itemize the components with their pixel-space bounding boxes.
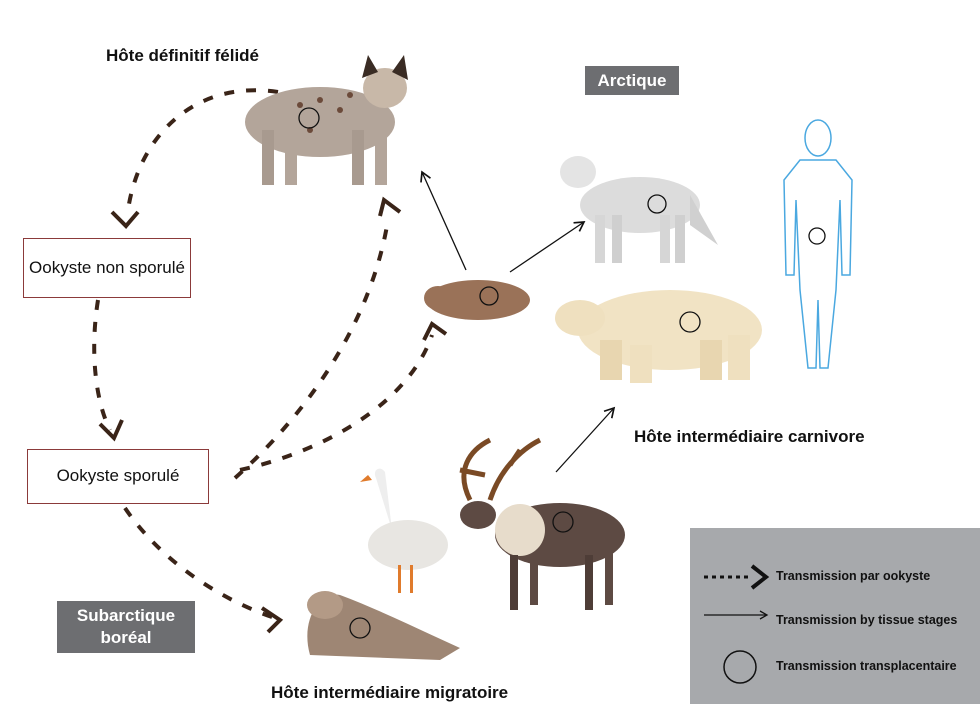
sporulated-oocyst-box: Ookyste sporulé xyxy=(27,449,209,504)
transplacental-icon xyxy=(808,227,826,245)
legend-symbols xyxy=(704,564,770,684)
goose-illustration xyxy=(360,468,448,593)
human-illustration xyxy=(783,119,853,369)
transplacental-icon xyxy=(679,311,701,333)
transplacental-icon xyxy=(349,617,371,639)
transplacental-icon xyxy=(552,511,574,533)
oocyst-paths xyxy=(92,88,434,620)
migratory-host-label: Hôte intermédiaire migratoire xyxy=(271,683,509,702)
reindeer-illustration xyxy=(459,437,625,610)
path-unsporulated-to-sporulated xyxy=(92,299,112,431)
oocyst-arrowheads xyxy=(98,196,448,634)
lemming-illustration xyxy=(424,280,530,320)
legend-tissue: Transmission by tissue stages xyxy=(776,613,958,627)
path-sporulated-to-seal xyxy=(123,506,276,620)
chevron-icon xyxy=(750,564,770,590)
tissue-arrows xyxy=(420,170,616,473)
legend-oocyst: Transmission par ookyste xyxy=(776,569,931,583)
region-arctic: Arctique xyxy=(585,66,679,95)
lynx-illustration xyxy=(245,55,408,185)
region-subarctic: Subarctique boréal xyxy=(57,601,195,653)
path-sporulated-to-lemming xyxy=(239,334,434,472)
carnivore-host-label: Hôte intermédiaire carnivore xyxy=(634,427,865,446)
path-lynx-to-unsporulated xyxy=(126,88,279,211)
circle-icon xyxy=(723,650,757,684)
transplacental-icon xyxy=(298,107,320,129)
legend: Transmission par ookyste Transmission by… xyxy=(690,528,980,704)
transplacental-icon xyxy=(479,286,499,306)
definitive-host-label: Hôte définitif félidé xyxy=(106,46,259,65)
seal-illustration xyxy=(307,591,460,660)
path-sporulated-to-lynx xyxy=(233,219,390,480)
legend-transplacental: Transmission transplacentaire xyxy=(776,659,957,673)
polar-bear-illustration xyxy=(555,290,762,383)
unsporulated-oocyst-box: Ookyste non sporulé xyxy=(23,238,191,298)
transplacental-icon xyxy=(647,194,667,214)
arctic-wolf-illustration xyxy=(560,156,718,263)
